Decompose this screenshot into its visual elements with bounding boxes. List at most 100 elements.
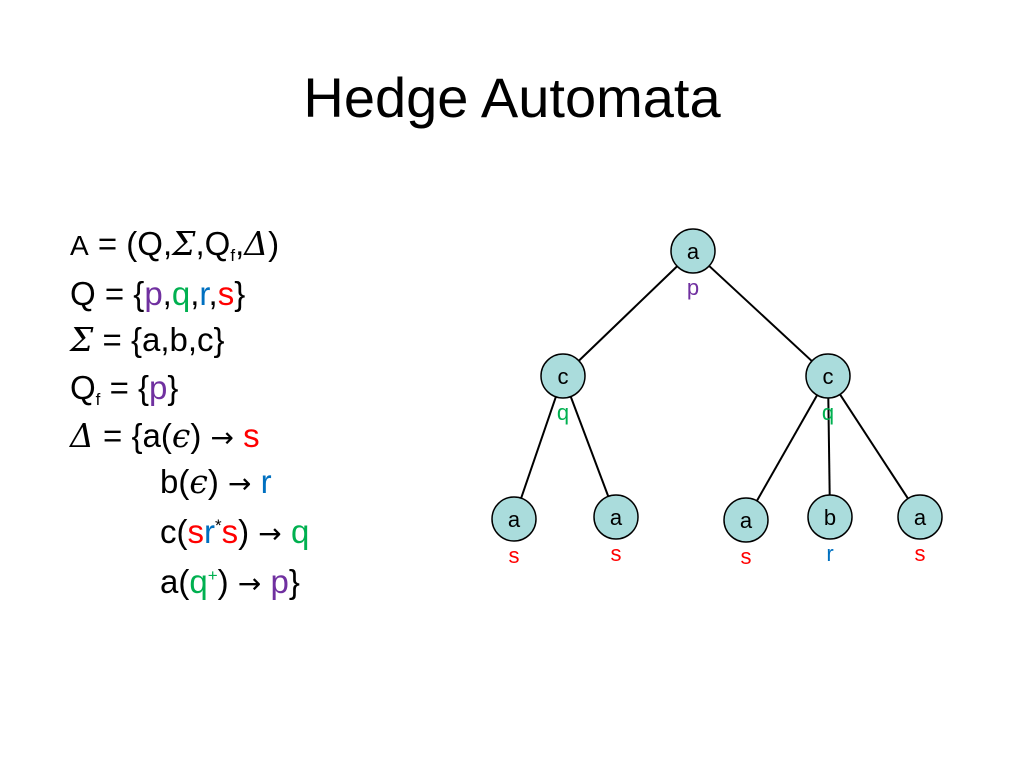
tree-node: br — [807, 494, 853, 566]
tree-node-state: r — [826, 541, 833, 566]
rule-target-p: p — [270, 563, 289, 600]
rule-target-r: r — [260, 463, 272, 500]
rule-target-s: s — [243, 417, 260, 454]
state-q: q — [171, 275, 191, 312]
automaton-symbol: A — [70, 230, 89, 261]
tree-node-state: s — [741, 544, 752, 569]
rule-target-q: q — [290, 513, 310, 550]
state-q: q — [189, 563, 208, 600]
states-close: } — [234, 275, 246, 312]
star-superscript: * — [215, 516, 222, 535]
transition-rule-2: b(ϵ) → r — [160, 460, 272, 504]
tree-edge — [708, 265, 813, 362]
tree-node: cq — [540, 353, 586, 425]
rule-pre: = {a( — [93, 417, 172, 454]
tree-node-circle — [807, 494, 853, 540]
transition-rule-1: Δ = {a(ϵ) → s — [70, 414, 260, 458]
tree-edges — [520, 265, 909, 502]
plus-superscript: + — [207, 566, 218, 585]
tree-node-label: a — [508, 507, 521, 532]
final-states-symbol: Q — [70, 369, 96, 406]
rule-post: ) — [217, 563, 238, 600]
rule-close: } — [288, 563, 300, 600]
state-s: s — [217, 275, 235, 312]
tree-edge — [569, 396, 610, 497]
tree-node-label: c — [558, 364, 569, 389]
tree-node-state: q — [557, 400, 569, 425]
automaton-definition: A = (Q,Σ,Qf,Δ) — [70, 222, 279, 266]
state-p: p — [144, 275, 163, 312]
transition-rule-3: c(sr*s) → q — [160, 510, 309, 554]
rule-post: ) — [190, 417, 211, 454]
rule-post: ) — [207, 463, 228, 500]
tree-node-circle — [805, 353, 851, 399]
tree-node-label: a — [914, 505, 927, 530]
tree-node-state: s — [915, 541, 926, 566]
automaton-tuple-q: ,Q — [195, 225, 231, 262]
alphabet-set: = {a,b,c} — [93, 321, 225, 358]
comma: , — [190, 275, 200, 312]
states-definition: Q = {p,q,r,s} — [70, 272, 245, 316]
tree-node-state: s — [611, 541, 622, 566]
tree-node: cq — [805, 353, 851, 425]
state-r: r — [199, 275, 209, 312]
final-close: } — [167, 369, 179, 406]
tree-node-circle — [491, 496, 537, 542]
tree-node: as — [723, 497, 769, 569]
final-states-definition: Qf = {p} — [70, 366, 178, 410]
slide-title: Hedge Automata — [303, 66, 721, 129]
tree-edge — [578, 265, 678, 362]
tree-node: as — [491, 496, 537, 568]
automaton-tuple-comma: , — [235, 225, 245, 262]
tree-node-state: q — [822, 400, 834, 425]
automaton-tuple-open: = (Q, — [97, 225, 173, 262]
right-arrow-icon: → — [228, 467, 252, 500]
tree-node-circle — [593, 494, 639, 540]
comma: , — [162, 275, 172, 312]
tree-node-state: p — [687, 275, 699, 300]
tree-edge — [520, 396, 557, 499]
states-eq: = { — [95, 275, 145, 312]
tree-node-circle — [540, 353, 586, 399]
epsilon-symbol: ϵ — [189, 462, 208, 501]
rule-pre: c( — [160, 513, 188, 550]
right-arrow-icon: → — [237, 567, 262, 600]
states-symbol: Q — [70, 275, 96, 312]
tree-node-circle — [723, 497, 769, 543]
alphabet-definition: Σ = {a,b,c} — [70, 318, 225, 362]
state-s: s — [221, 513, 239, 550]
tree-node-state: s — [509, 543, 520, 568]
final-subscript: f — [230, 246, 236, 265]
transition-rule-4: a(q+) → p} — [160, 560, 300, 604]
tree-node-label: c — [823, 364, 834, 389]
tree-edge — [839, 393, 909, 500]
tree-node-circle — [897, 494, 943, 540]
state-s: s — [187, 513, 205, 550]
delta-symbol: Δ — [70, 416, 94, 455]
rule-pre: b( — [160, 463, 190, 500]
tree-node-label: a — [740, 508, 753, 533]
tree-edge — [756, 394, 818, 502]
right-arrow-icon: → — [258, 517, 282, 550]
state-p: p — [149, 369, 168, 406]
delta-symbol: Δ — [244, 224, 269, 263]
sigma-symbol: Σ — [70, 320, 94, 359]
final-eq: = { — [100, 369, 150, 406]
tree-node-label: a — [687, 239, 700, 264]
rule-pre: a( — [160, 563, 190, 600]
state-r: r — [204, 513, 215, 550]
final-subscript: f — [95, 390, 101, 409]
sigma-symbol: Σ — [172, 224, 196, 263]
right-arrow-icon: → — [210, 421, 234, 454]
comma: , — [208, 275, 218, 312]
tree-node-circle — [670, 228, 716, 274]
rule-post: ) — [238, 513, 259, 550]
tree-node: as — [897, 494, 943, 566]
automaton-tuple-close: ) — [268, 225, 280, 262]
tree-edge — [827, 397, 831, 496]
tree-node: as — [593, 494, 639, 566]
tree-node-label: a — [610, 505, 623, 530]
tree-node-label: b — [824, 505, 836, 530]
